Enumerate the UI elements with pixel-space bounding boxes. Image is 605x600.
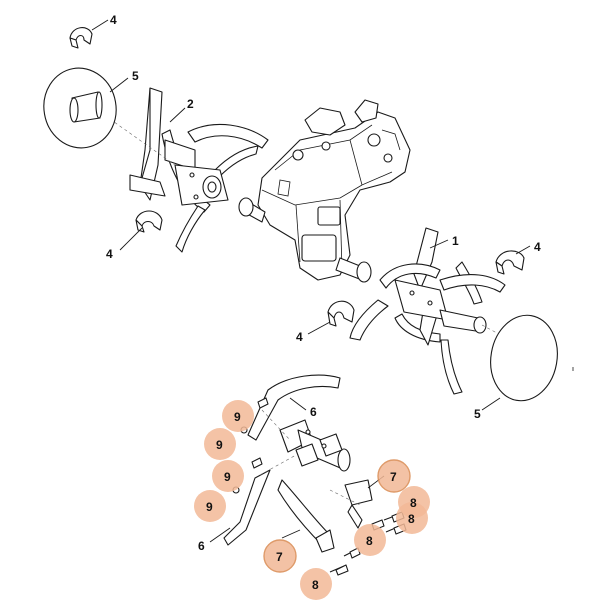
left-tine-assembly [99,87,269,253]
callout-9-c: 9 [224,470,231,484]
right-shaft-coupling [335,257,372,283]
right-clip [495,250,525,275]
highlight-markers [194,400,430,600]
right-side-disc [490,314,558,402]
callout-labels: 4 5 2 4 1 4 4 5 6 9 9 9 9 6 7 8 8 8 7 8 [106,13,541,592]
callout-8-a: 8 [410,496,417,510]
callout-5-right-disc: 5 [474,407,481,421]
callout-7-right-bracket: 7 [390,470,397,484]
left-bottom-clip [135,210,163,233]
callout-4-left-bottom-clip: 4 [106,247,113,261]
right-tine-assembly [349,227,511,395]
callout-2-left-tine: 2 [187,97,194,111]
callout-5-left-disc: 5 [132,69,139,83]
callout-8-b: 8 [408,512,415,526]
left-shaft-coupling [238,197,266,223]
detail-inset [223,374,407,576]
callout-8-d: 8 [312,578,319,592]
callout-4-top-left-clip: 4 [110,13,117,27]
callout-8-c: 8 [366,534,373,548]
callout-7-lower-blade: 7 [276,550,283,564]
callout-4-middle-clip: 4 [296,330,303,344]
callout-9-d: 9 [206,500,213,514]
callout-9-a: 9 [234,410,241,424]
callout-1-right-tine: 1 [452,234,459,248]
callout-4-right-clip: 4 [534,240,541,254]
callout-6-bottom-blade: 6 [198,539,205,553]
callout-6-top-blade: 6 [310,405,317,419]
leader-lines [91,19,531,543]
left-side-disc [43,67,117,149]
gearbox-housing [257,99,411,281]
left-top-clip [69,27,93,49]
middle-clip [327,300,355,327]
callout-9-b: 9 [216,438,223,452]
